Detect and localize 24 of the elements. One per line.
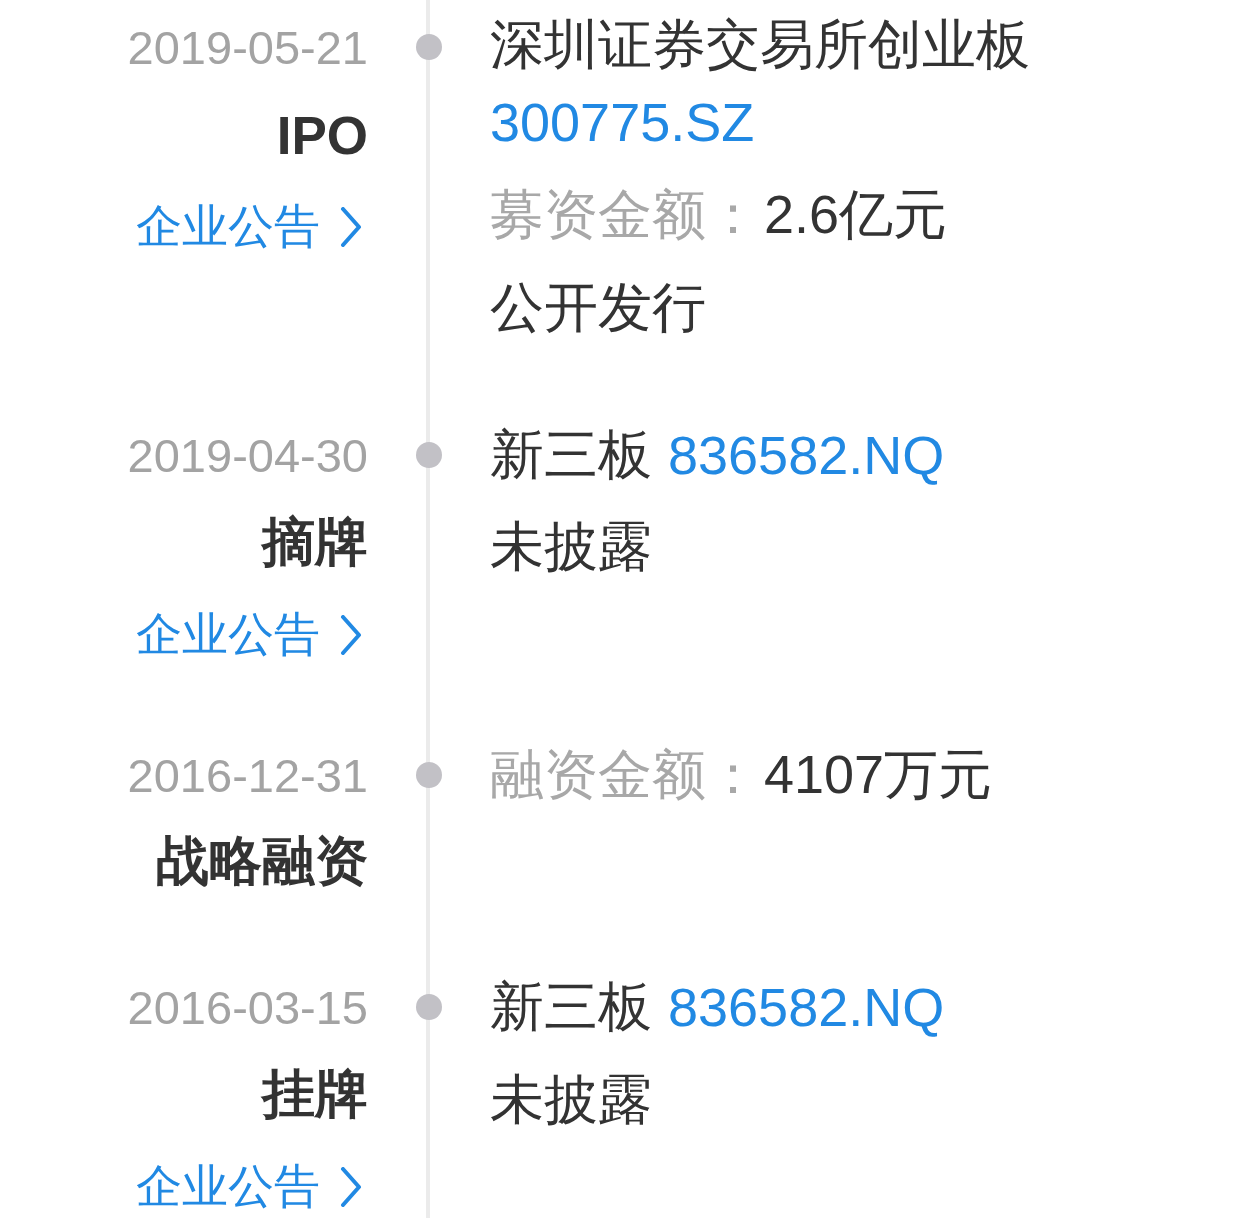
date-label: 2019-05-21 <box>127 19 368 75</box>
amount-label: 融资金额： <box>490 742 760 806</box>
amount-value: 4107万元 <box>764 742 993 806</box>
market-name: 新三板 <box>490 422 652 486</box>
announcement-link: 企业公告 <box>136 196 362 258</box>
amount-value: 2.6亿元 <box>764 182 948 246</box>
announcement-link: 企业公告 <box>136 604 362 666</box>
date-label: 2016-03-15 <box>127 979 368 1035</box>
event-type: 摘牌 <box>262 511 368 573</box>
announcement-link: 企业公告 <box>136 1156 362 1218</box>
stock-code: 836582.NQ <box>668 976 945 1038</box>
event-type: 战略融资 <box>156 830 368 892</box>
status-text: 未披露 <box>490 1067 652 1131</box>
stock-code: 836582.NQ <box>668 424 945 486</box>
amount-label: 募资金额： <box>490 182 760 246</box>
date-label: 2019-04-30 <box>127 427 368 483</box>
issue-type: 公开发行 <box>490 275 706 339</box>
status-text: 未披露 <box>490 514 652 578</box>
event-type: IPO <box>276 104 368 166</box>
exchange-name: 深圳证券交易所创业板 <box>490 12 1030 76</box>
event-type: 挂牌 <box>262 1063 368 1125</box>
date-label: 2016-12-31 <box>127 747 368 803</box>
stock-code: 300775.SZ <box>490 91 755 153</box>
market-name: 新三板 <box>490 974 652 1038</box>
